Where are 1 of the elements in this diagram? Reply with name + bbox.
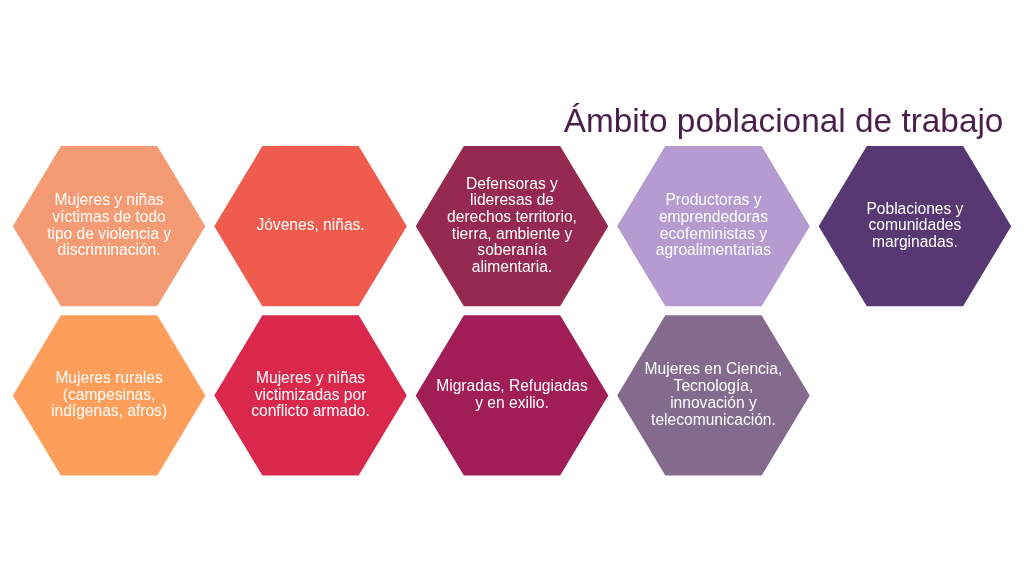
diagram-title: Ámbito poblacional de trabajo [563, 101, 1004, 139]
